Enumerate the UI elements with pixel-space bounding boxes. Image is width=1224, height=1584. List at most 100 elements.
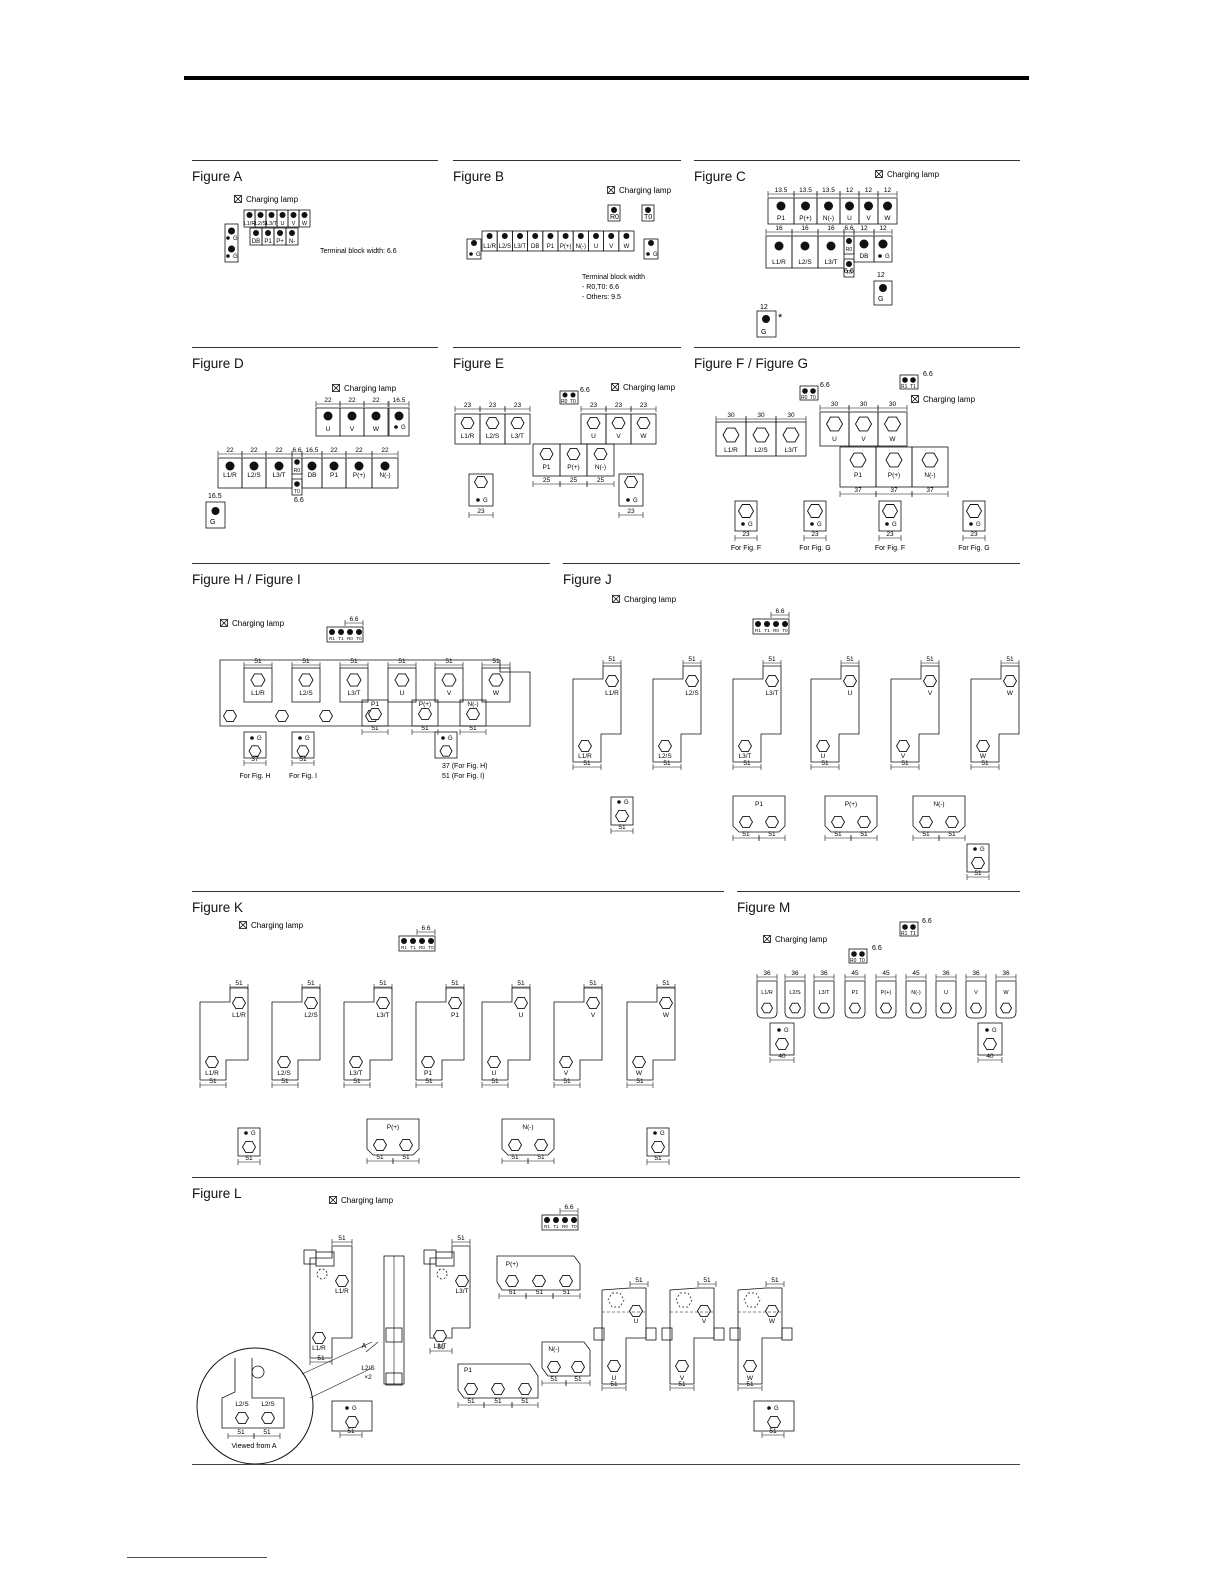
ground-symbol-icon: [298, 736, 302, 740]
figure-fg-panel: Figure F / Figure G 6.6 R0 T0 6.6 R1 T1 …: [694, 347, 1020, 552]
terminal-label: N(-): [911, 990, 921, 996]
dimension-label: 51: [302, 658, 310, 665]
busbar-outline: [572, 665, 622, 763]
detail-outline: [221, 1358, 285, 1429]
hex-bolt-icon: [439, 745, 453, 757]
terminal-label: U: [326, 426, 331, 433]
g-dim: 16.5: [208, 493, 222, 500]
control-terminal-label: R0: [347, 636, 353, 641]
terminal-label: L2/S: [798, 259, 812, 266]
terminal-label: W: [889, 436, 896, 443]
terminal-label: R0: [294, 468, 301, 474]
control-terminal-label: T0: [356, 636, 362, 641]
terminal-label: P(+): [567, 464, 579, 471]
terminal-label: W: [624, 244, 630, 250]
hidden-hole: [316, 1268, 328, 1280]
hex-bolt-icon: [241, 1140, 257, 1154]
terminal-label: W: [493, 690, 500, 697]
charging-lamp-icon: [332, 384, 340, 392]
dimension-label: 51: [537, 1154, 545, 1161]
dimension-label: 51: [662, 980, 670, 987]
hex-bolt-icon: [533, 1138, 549, 1152]
terminal-box: [843, 258, 855, 278]
terminal-label: N(-): [379, 472, 390, 479]
screw-icon: [279, 212, 286, 218]
dimension-label: 51: [703, 1277, 711, 1284]
dimension-label: 51: [347, 1428, 355, 1435]
r0t0-dim: 6.6: [580, 387, 590, 394]
busbar-outline: [501, 1118, 555, 1156]
terminal-box: [713, 1327, 725, 1341]
hex-bolt-icon: [752, 427, 770, 443]
charging-lamp-icon: [239, 921, 247, 929]
dimension-label: 16: [775, 225, 783, 232]
terminal-label: P1: [330, 472, 338, 479]
screw-icon: [571, 1217, 577, 1223]
terminal-box: [398, 935, 436, 952]
busbar-outline: [601, 1287, 647, 1385]
terminal-label: W: [302, 221, 308, 227]
terminal-label: L3/T: [514, 244, 526, 250]
figure-m-title: Figure M: [737, 900, 791, 915]
terminal-label: L3/T: [433, 1343, 446, 1350]
hex-bolt-icon: [486, 1055, 502, 1069]
screw-icon: [755, 621, 761, 627]
hex-bolt-icon: [658, 996, 674, 1010]
terminal-box: [434, 731, 458, 759]
terminal-label: U: [400, 690, 405, 697]
terminal-box: [331, 1400, 373, 1432]
ground-symbol-icon: [250, 736, 254, 740]
hex-bolt-icon: [248, 745, 262, 757]
dimension-label: 51: [398, 658, 406, 665]
terminal-label: N-: [289, 239, 295, 245]
terminal-label: P(+): [799, 215, 811, 222]
hex-bolt-icon: [465, 707, 481, 721]
dimension-label: 23: [811, 531, 819, 538]
dimension-label: 51: [445, 658, 453, 665]
dimension-label: 37: [926, 487, 934, 494]
terminal-label: L3/T: [765, 690, 778, 697]
terminal-label: W: [640, 433, 647, 440]
terminal-label: U: [832, 436, 837, 443]
hex-bolt-icon: [432, 1329, 448, 1343]
terminal-label: L3/T: [455, 1288, 468, 1295]
hex-bolt-icon: [722, 427, 740, 443]
busbar-outline: [199, 987, 249, 1081]
terminal-box: [285, 227, 299, 246]
dimension-label: 23: [886, 531, 894, 538]
dimension-label: 45: [882, 970, 890, 977]
ground-label: G: [352, 1406, 357, 1412]
terminal-label: W: [747, 1375, 754, 1382]
busbar-outline: [309, 1245, 353, 1359]
svg-text:T0: T0: [810, 395, 816, 401]
terminal-label: W: [769, 1318, 776, 1325]
terminal-label: U: [612, 1375, 617, 1382]
dimension-label: 51: [491, 1078, 499, 1085]
ground-symbol-icon: [985, 1028, 989, 1032]
dimension-label: 16: [801, 225, 809, 232]
busbar-outline: [541, 1341, 591, 1377]
terminal-label: L2/S: [499, 244, 511, 250]
terminal-box: [729, 1327, 741, 1341]
screw-icon: [845, 201, 854, 211]
terminal-label: V: [702, 1318, 707, 1325]
dimension-label: 6.6: [844, 225, 853, 232]
screw-icon: [878, 239, 888, 249]
hex-bolt-icon: [348, 1055, 364, 1069]
hex-bolt-icon: [250, 673, 266, 687]
ground-symbol-icon: [810, 522, 814, 526]
dimension-label: 51: [768, 656, 776, 663]
terminal-box: [610, 796, 634, 826]
note-line-3: - Others: 9.5: [582, 294, 621, 301]
hex-bolt-icon: [738, 815, 754, 829]
dimension-label: 51: [635, 1277, 643, 1284]
dimension-label: 51: [663, 760, 671, 767]
terminal-lug: [844, 980, 866, 1019]
dimension-label: 51: [338, 1235, 346, 1242]
terminal-label: P1: [464, 1367, 472, 1374]
hex-bolt-icon: [965, 504, 983, 518]
svg-text:6.6: 6.6: [820, 382, 830, 389]
hex-bolt-icon: [806, 504, 824, 518]
